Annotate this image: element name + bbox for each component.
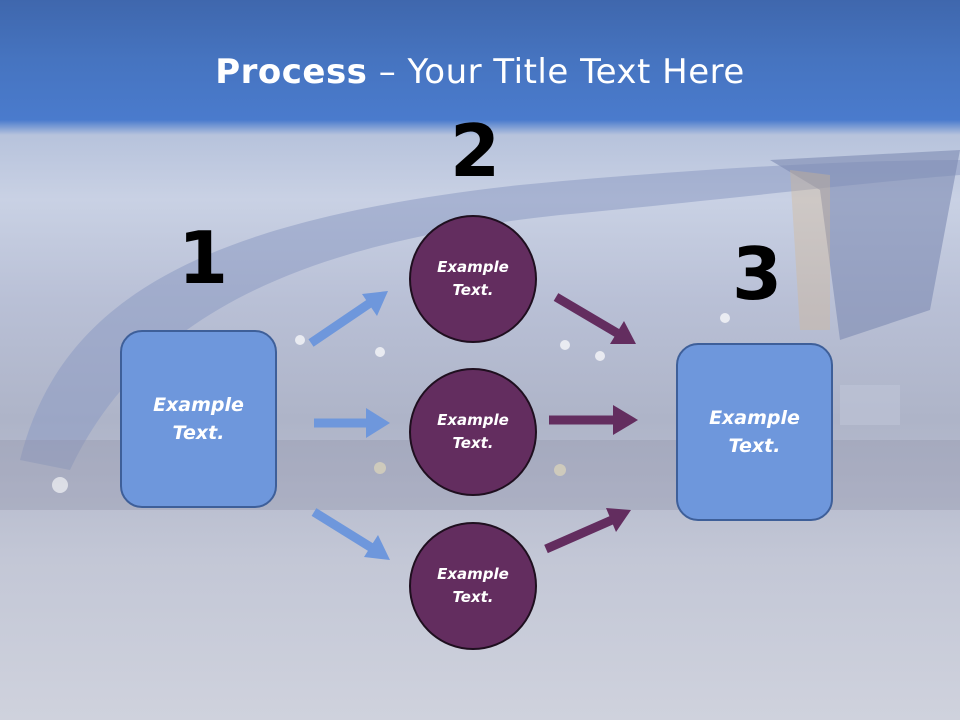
circle-bottom-line2: Text. — [452, 588, 494, 606]
step-1-line2: Text. — [172, 422, 225, 444]
slide-title: Process – Your Title Text Here — [0, 52, 960, 92]
circle-top-line2: Text. — [452, 281, 494, 299]
step-1-box: Example Text. — [120, 330, 277, 508]
step-2-circle-bottom: Example Text. — [409, 522, 537, 650]
step-number-3: 3 — [732, 232, 783, 316]
circle-middle-line2: Text. — [452, 434, 494, 452]
step-1-line1: Example — [153, 393, 244, 416]
title-rest: – Your Title Text Here — [367, 52, 745, 92]
step-3-line1: Example — [709, 406, 800, 429]
step-2-circle-middle: Example Text. — [409, 368, 537, 496]
step-number-2: 2 — [450, 109, 501, 193]
circle-bottom-line1: Example — [437, 564, 509, 583]
circle-middle-line1: Example — [437, 410, 509, 429]
step-3-box: Example Text. — [676, 343, 833, 521]
step-3-line2: Text. — [728, 435, 781, 457]
step-2-circle-top: Example Text. — [409, 215, 537, 343]
step-number-1: 1 — [178, 216, 229, 300]
circle-top-line1: Example — [437, 257, 509, 276]
title-bold: Process — [215, 52, 368, 92]
